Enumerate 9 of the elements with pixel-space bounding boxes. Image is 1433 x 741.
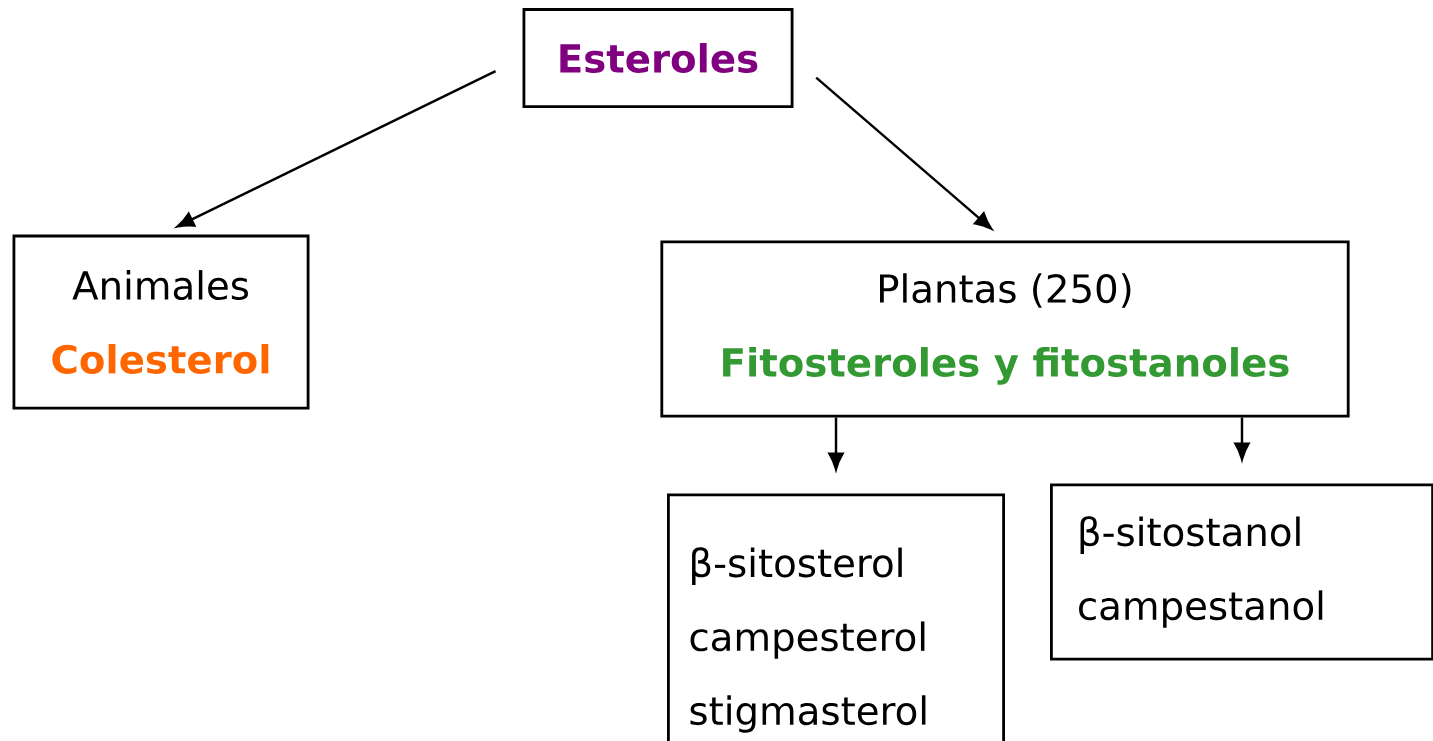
arrow [176,70,497,228]
arrow [815,76,993,230]
arrow [1234,417,1250,461]
arrow [828,417,844,471]
text-box: Plantas (250) Fitosteroles y fitostanoles [660,240,1350,418]
text-box: Animales Colesterol [12,234,310,410]
text-box: Esteroles [522,8,794,108]
text-box: β-sitostanol campestanol [1050,483,1433,661]
text-box: β-sitosterol campesterol stigmasterol [667,493,1005,741]
